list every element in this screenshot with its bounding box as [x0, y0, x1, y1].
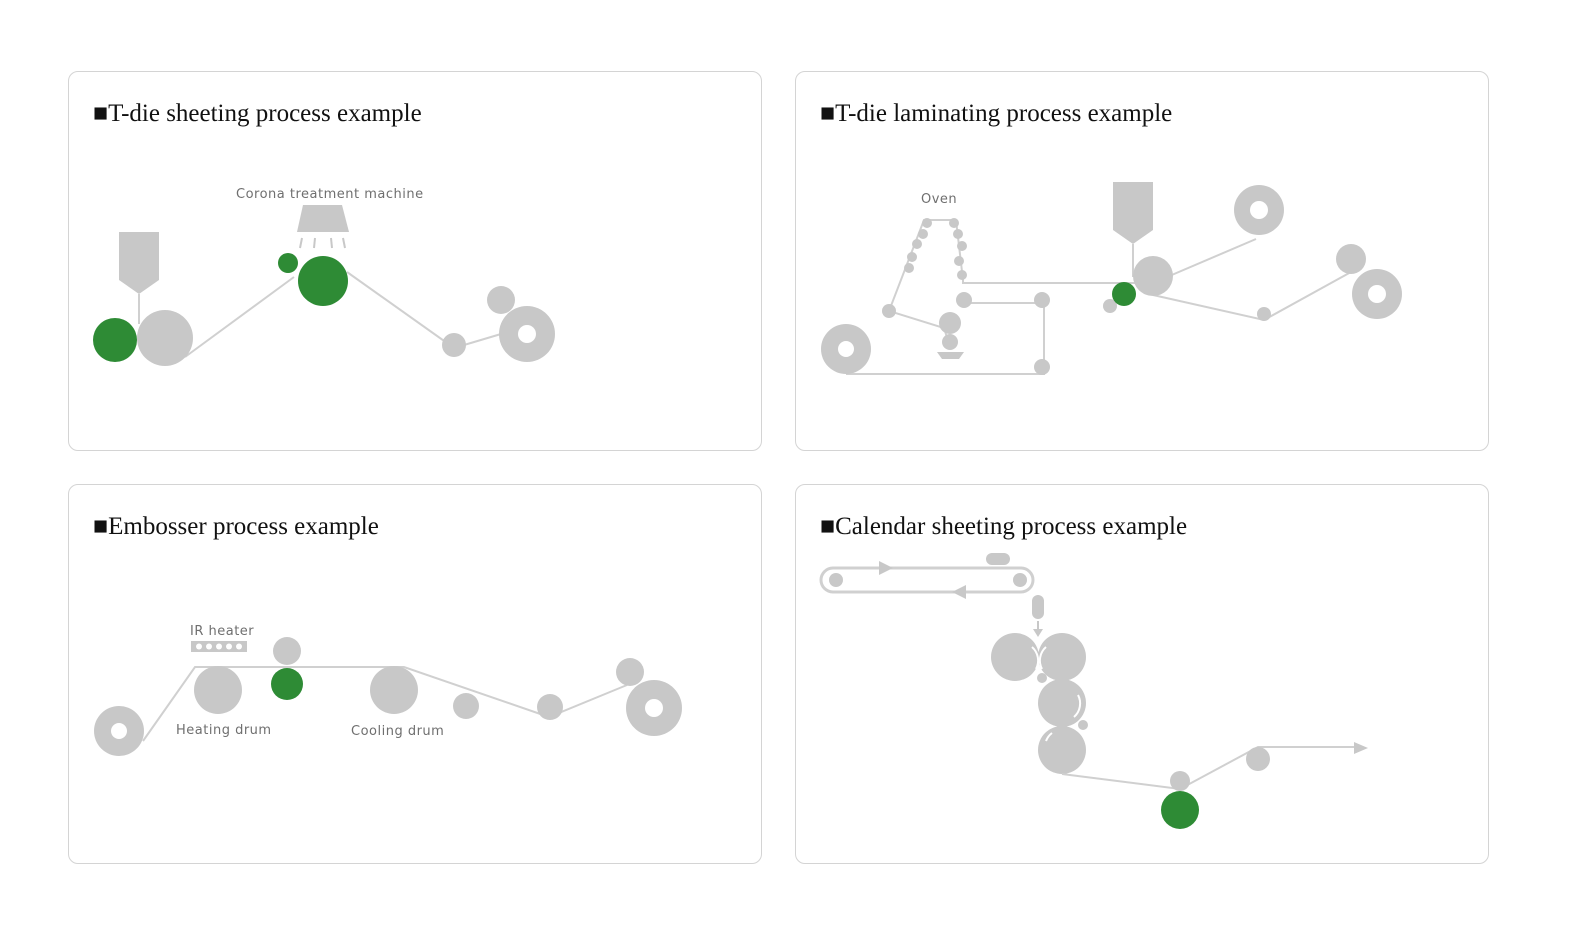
- coater-roll: [939, 312, 961, 334]
- panel-title: ■Embosser process example: [93, 513, 379, 540]
- panel-title: ■Calendar sheeting process example: [820, 513, 1188, 540]
- t-die-icon: [119, 232, 159, 294]
- panel-tdie-laminating: ■T-die laminating process example Oven: [795, 71, 1489, 451]
- cooling-roll: [137, 310, 193, 366]
- panel-tdie-sheeting: ■T-die sheeting process example Corona t…: [68, 71, 762, 451]
- arrow-right-icon: [879, 561, 893, 575]
- ir-heater-label: IR heater: [190, 624, 254, 639]
- calender-roll-1: [991, 633, 1039, 681]
- chill-roll: [1133, 256, 1173, 296]
- calender-roll-4: [1038, 726, 1086, 774]
- guide-roll: [442, 333, 466, 357]
- oven-rollers: [904, 218, 967, 280]
- heating-drum-label: Heating drum: [176, 723, 272, 738]
- heating-drum: [194, 666, 242, 714]
- calendar-diagram: [819, 553, 1368, 829]
- embosser-diagram: IR heater Heating drum Cooling drum: [94, 624, 682, 756]
- tdie-sheeting-diagram: Corona treatment machine: [93, 187, 555, 366]
- calender-roll-3: [1038, 679, 1086, 727]
- corona-roll-green: [298, 256, 348, 306]
- panel-embosser: ■Embosser process example IR heater Heat…: [68, 484, 762, 864]
- corona-nip-roll-green: [278, 253, 298, 273]
- cooling-drum-label: Cooling drum: [351, 724, 444, 739]
- corona-label: Corona treatment machine: [236, 187, 424, 202]
- arrow-left-icon: [952, 585, 966, 599]
- arrow-right-icon: [1354, 742, 1368, 754]
- calender-roll-2: [1038, 633, 1086, 681]
- cooling-drum: [370, 666, 418, 714]
- emboss-backup-roll: [273, 637, 301, 665]
- t-die-icon: [1113, 182, 1153, 244]
- oven-label: Oven: [921, 192, 957, 207]
- emboss-roll-green: [271, 668, 303, 700]
- take-off-roll-green: [1161, 791, 1199, 829]
- panel-title: ■T-die sheeting process example: [93, 100, 422, 127]
- panel-title: ■T-die laminating process example: [820, 100, 1173, 127]
- corona-treatment-icon: [297, 205, 349, 232]
- feed-conveyor: [819, 566, 1035, 594]
- panel-calendar: ■Calendar sheeting process example: [795, 484, 1489, 864]
- tdie-laminating-diagram: Oven: [821, 182, 1402, 375]
- casting-roll-green: [93, 318, 137, 362]
- touch-roll: [487, 286, 515, 314]
- nip-roll-green: [1112, 282, 1136, 306]
